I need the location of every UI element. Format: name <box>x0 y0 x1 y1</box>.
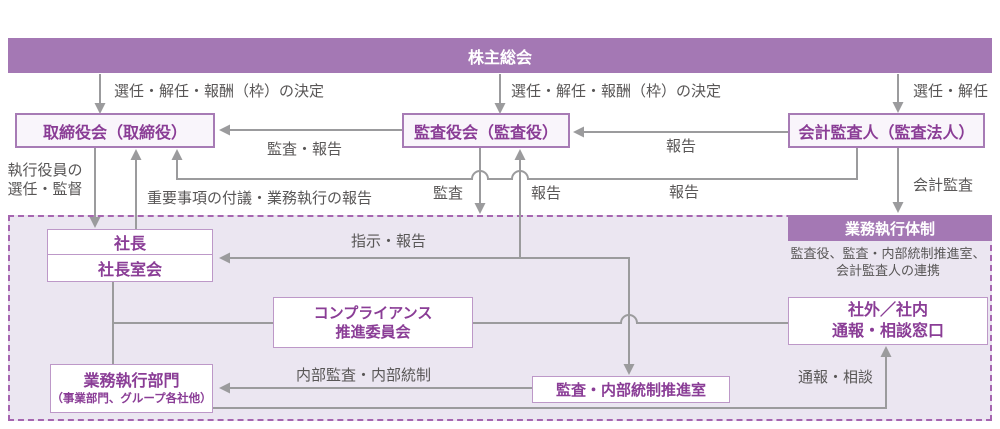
label-appointment-board: 選任・解任・報酬（枠）の決定 <box>114 83 325 100</box>
audit-board-label: 監査役会（監査役） <box>413 124 558 142</box>
execution-departments-box: 業務執行部門 （事業部門、グループ各社他） <box>50 364 213 413</box>
execution-departments-line1: 業務執行部門 <box>83 372 180 390</box>
compliance-committee-line2: 推進委員会 <box>335 323 411 341</box>
label-important-matters: 重要事項の付議・業務執行の報告 <box>147 190 373 207</box>
label-exec-officer-line1: 執行役員の <box>7 162 83 179</box>
board-of-directors-box: 取締役会（取締役） <box>15 113 215 148</box>
president-group-box: 社長 社長室会 <box>47 229 213 282</box>
audit-internal-control-office-label: 監査・内部統制推進室 <box>555 382 706 399</box>
label-audit-down: 監査 <box>433 185 464 202</box>
label-exec-officer-line2: 選任・監督 <box>7 181 83 198</box>
label-accounting-audit: 会計監査 <box>913 177 974 194</box>
president-office-label: 社長室会 <box>97 262 162 279</box>
execution-caption-line2: 会計監査人の連携 <box>835 263 940 278</box>
compliance-committee-line1: コンプライアンス <box>313 304 433 322</box>
hotline-line2: 通報・相談窓口 <box>831 323 944 340</box>
label-appointment-accounting-auditor: 選任・解任 <box>913 83 989 100</box>
label-whistleblowing: 通報・相談 <box>798 369 874 386</box>
president-label: 社長 <box>113 236 146 253</box>
label-report-up: 報告 <box>531 185 562 202</box>
compliance-committee-box: コンプライアンス 推進委員会 <box>273 297 473 348</box>
board-of-directors-label: 取締役会（取締役） <box>42 124 187 142</box>
shareholders-meeting-bar: 株主総会 <box>8 38 992 73</box>
accounting-auditor-box: 会計監査人（監査法人） <box>788 113 985 148</box>
president-office-cell: 社長室会 <box>48 255 212 281</box>
audit-internal-control-office-box: 監査・内部統制推進室 <box>532 376 730 403</box>
label-appointment-audit-board: 選任・解任・報酬（枠）の決定 <box>511 83 722 100</box>
execution-structure-title-bar: 業務執行体制 <box>788 215 992 241</box>
hotline-line1: 社外／社内 <box>847 302 928 319</box>
audit-board-box: 監査役会（監査役） <box>402 113 570 148</box>
label-audit-report: 監査・報告 <box>267 141 343 158</box>
label-internal-audit: 内部監査・内部統制 <box>296 367 432 384</box>
label-exec-officer-appointment: 執行役員の 選任・監督 <box>0 161 90 199</box>
execution-departments-line2: （事業部門、グループ各社他） <box>51 392 212 405</box>
shareholders-meeting-title: 株主総会 <box>467 49 532 67</box>
accounting-auditor-label: 会計監査人（監査法人） <box>798 124 975 142</box>
execution-caption-line1: 監査役、監査・内部統制推進室、 <box>790 246 986 261</box>
hotline-box: 社外／社内 通報・相談窓口 <box>788 297 988 345</box>
label-instruction-report: 指示・報告 <box>351 233 427 250</box>
execution-structure-title: 業務執行体制 <box>844 220 935 238</box>
label-report-to-audit-board: 報告 <box>666 138 697 155</box>
label-report-to-board: 報告 <box>669 184 700 201</box>
execution-structure-caption: 監査役、監査・内部統制推進室、 会計監査人の連携 <box>780 245 996 279</box>
president-cell: 社長 <box>48 230 212 255</box>
